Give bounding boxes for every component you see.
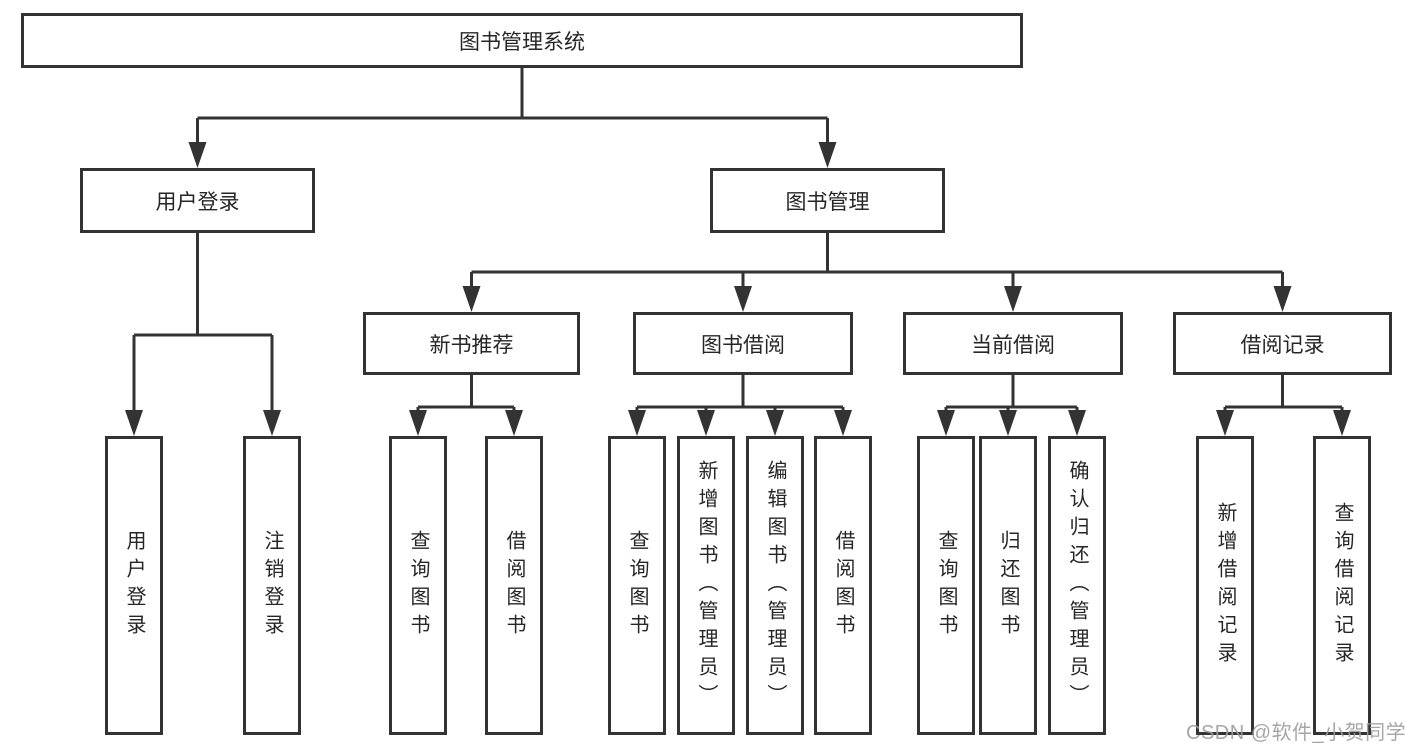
csdn-watermark: CSDN @软件_小贺同学 (1186, 722, 1405, 744)
leaf-borrow-edit-book-admin: 编辑图书（管理员） (746, 436, 804, 735)
leaf-current-query-book: 查询图书 (917, 436, 975, 735)
leaf-record-add: 新增借阅记录 (1196, 436, 1254, 735)
leaf-record-query: 查询借阅记录 (1313, 436, 1371, 735)
node-user-login: 用户登录 (80, 168, 315, 233)
node-borrow-record: 借阅记录 (1173, 312, 1392, 375)
leaf-borrow-query-book: 查询图书 (608, 436, 666, 735)
node-new-book-recommend: 新书推荐 (363, 312, 580, 375)
leaf-borrow-borrow-book: 借阅图书 (814, 436, 872, 735)
node-book-management: 图书管理 (710, 168, 945, 233)
leaf-borrow-add-book-admin: 新增图书（管理员） (677, 436, 735, 735)
leaf-user-login: 用户登录 (105, 436, 163, 735)
leaf-logout: 注销登录 (243, 436, 301, 735)
leaf-recommend-borrow-book: 借阅图书 (485, 436, 543, 735)
node-current-borrow: 当前借阅 (903, 312, 1123, 375)
leaf-current-confirm-return-admin: 确认归还（管理员） (1048, 436, 1106, 735)
leaf-recommend-query-book: 查询图书 (389, 436, 447, 735)
node-book-borrow: 图书借阅 (633, 312, 853, 375)
leaf-current-return-book: 归还图书 (979, 436, 1037, 735)
node-root-system: 图书管理系统 (21, 13, 1023, 68)
